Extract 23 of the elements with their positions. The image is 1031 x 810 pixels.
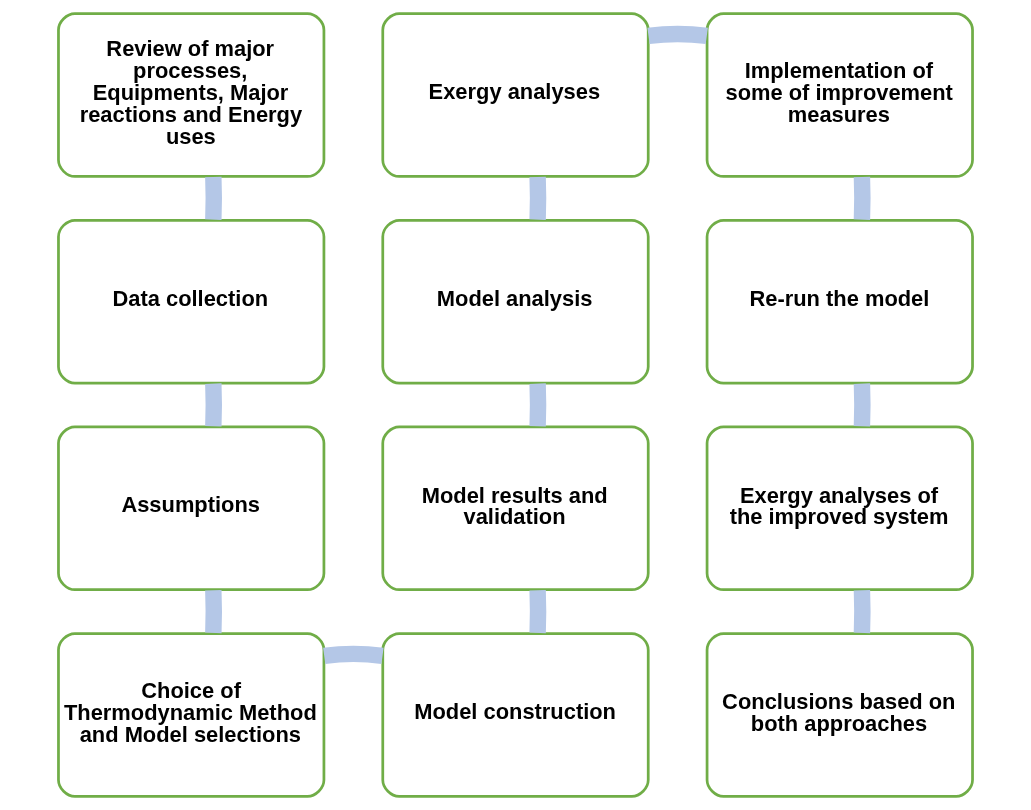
connector [647,25,708,45]
connector [853,176,871,220]
node-box: Review of major processes, Equipments, Major reactions and Energy uses [57,12,326,178]
node-box: Choice of Thermodynamic Method and Model selections [57,632,326,798]
connector [205,589,222,634]
node-box: Re-run the model [705,218,974,385]
connector [205,176,222,220]
connector [529,176,547,220]
node-box: Model construction [381,632,650,798]
node-box: Assumptions [57,425,326,592]
connector [529,589,547,634]
node-box: Exergy analyses [381,12,650,178]
connector [853,383,871,427]
node-box: Conclusions based on both approaches [705,632,974,798]
node-box: Model analysis [381,218,650,385]
connector [205,383,222,427]
connector [529,383,547,427]
connector [853,589,871,634]
node-box: Exergy analyses of the improved system [705,425,974,592]
node-box: Implementation of some of improvement measures [705,12,974,178]
node-box: Data collection [57,218,326,385]
node-box: Model results and validation [381,425,650,592]
connector [323,645,384,664]
